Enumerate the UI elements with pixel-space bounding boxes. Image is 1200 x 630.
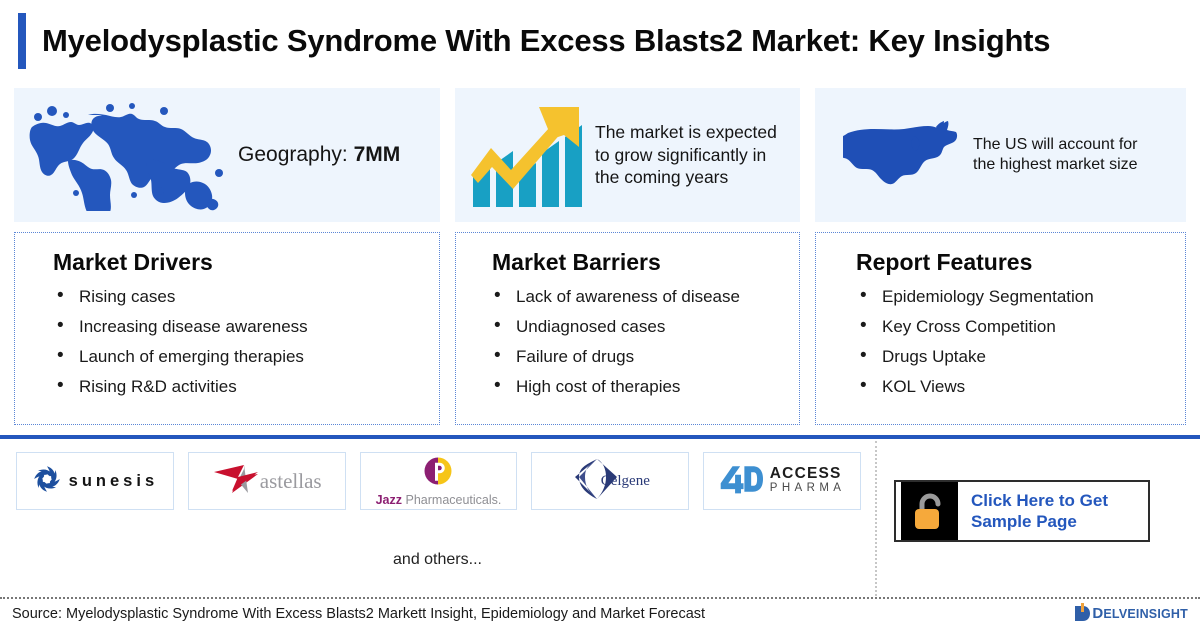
jazz-wordmark-bold: Jazz	[375, 492, 403, 507]
logo-astellas: astellas	[187, 452, 346, 510]
list-item: Undiagnosed cases	[490, 316, 789, 335]
list-item: KOL Views	[856, 376, 1175, 395]
usa-map-icon	[843, 117, 961, 193]
sunesis-spiral-icon	[32, 464, 62, 499]
geography-label: Geography: 7MM	[238, 142, 400, 169]
geography-label-prefix: Geography:	[238, 142, 354, 166]
list-item: Failure of drugs	[490, 346, 789, 365]
delveinsight-wordmark: DELVEINSIGHT	[1092, 605, 1188, 622]
list-item: Epidemiology Segmentation	[856, 286, 1175, 305]
page-title-text: Myelodysplastic Syndrome With Excess Bla…	[42, 23, 1051, 58]
cta-line-1: Click Here to Get	[971, 490, 1108, 510]
logo-jazz-pharmaceuticals: Jazz Pharmaceuticals.	[359, 452, 518, 510]
panel-geography: Geography: 7MM	[14, 88, 440, 222]
market-barriers-list: Lack of awareness of disease Undiagnosed…	[490, 286, 789, 395]
box-market-barriers: Market Barriers Lack of awareness of dis…	[455, 232, 800, 425]
get-sample-page-button[interactable]: Click Here to Get Sample Page	[894, 480, 1150, 542]
access-wordmark: ACCESS PHARMA	[769, 464, 846, 496]
list-item: Drugs Uptake	[856, 346, 1175, 365]
celgene-wordmark: Celgene	[600, 472, 650, 489]
title-accent-bar	[18, 13, 26, 69]
sunesis-wordmark: sunesis	[68, 471, 159, 490]
delveinsight-logo: DELVEINSIGHT	[1074, 603, 1188, 623]
access-wordmark-top: ACCESS	[769, 464, 842, 482]
list-item: Lack of awareness of disease	[490, 286, 789, 305]
panel-us-market: The US will account for the highest mark…	[815, 88, 1186, 222]
report-features-list: Epidemiology Segmentation Key Cross Comp…	[856, 286, 1175, 395]
company-logos: sunesis astellas	[16, 452, 861, 510]
logo-access-pharma: ACCESS PHARMA	[703, 452, 861, 510]
horizontal-divider	[0, 435, 1200, 439]
content-boxes: Market Drivers Rising cases Increasing d…	[14, 232, 1186, 425]
list-item: Rising R&D activities	[53, 376, 429, 395]
footer-divider	[0, 597, 1200, 599]
logo-sunesis: sunesis	[16, 452, 174, 510]
us-market-text: The US will account for the highest mark…	[973, 135, 1138, 173]
market-drivers-list: Rising cases Increasing disease awarenes…	[53, 286, 429, 395]
open-padlock-icon	[896, 482, 958, 540]
geography-label-value: 7MM	[353, 142, 401, 166]
delveinsight-d: D	[1092, 604, 1104, 622]
and-others-label: and others...	[393, 551, 482, 568]
astellas-star-icon	[212, 462, 266, 501]
list-item: Rising cases	[53, 286, 429, 305]
celgene-swoosh-icon	[571, 457, 619, 506]
world-map-icon	[14, 99, 232, 211]
delveinsight-rest: ELVEINSIGHT	[1103, 606, 1188, 621]
market-growth-text: The market is expected to grow significa…	[595, 122, 777, 188]
jazz-wordmark-rest: Pharmaceuticals.	[405, 492, 502, 507]
box-market-drivers: Market Drivers Rising cases Increasing d…	[14, 232, 440, 425]
box-heading-market-drivers: Market Drivers	[53, 249, 213, 275]
jazz-wordmark: Jazz Pharmaceuticals.	[376, 493, 502, 507]
get-sample-page-label: Click Here to Get Sample Page	[958, 482, 1148, 540]
astellas-wordmark: astellas	[259, 468, 322, 493]
vertical-divider	[875, 441, 877, 596]
panel-market-growth: The market is expected to grow significa…	[455, 88, 800, 222]
delveinsight-mark-icon	[1075, 603, 1091, 621]
growth-chart-icon	[467, 103, 587, 207]
list-item: Launch of emerging therapies	[53, 346, 429, 365]
page-title: Myelodysplastic Syndrome With Excess Bla…	[18, 12, 1051, 70]
jazz-circle-icon	[423, 456, 453, 491]
access-wordmark-bottom: PHARMA	[769, 482, 846, 495]
list-item: High cost of therapies	[490, 376, 789, 395]
cta-line-2: Sample Page	[971, 512, 1077, 531]
logo-celgene: Celgene	[531, 452, 690, 510]
box-heading-report-features: Report Features	[856, 249, 1033, 275]
list-item: Key Cross Competition	[856, 316, 1175, 335]
access-4d-icon	[719, 464, 763, 499]
top-info-panels: Geography: 7MM T	[14, 88, 1186, 222]
box-heading-market-barriers: Market Barriers	[492, 249, 661, 275]
list-item: Increasing disease awareness	[53, 316, 429, 335]
box-report-features: Report Features Epidemiology Segmentatio…	[815, 232, 1186, 425]
source-text: Source: Myelodysplastic Syndrome With Ex…	[12, 606, 706, 622]
